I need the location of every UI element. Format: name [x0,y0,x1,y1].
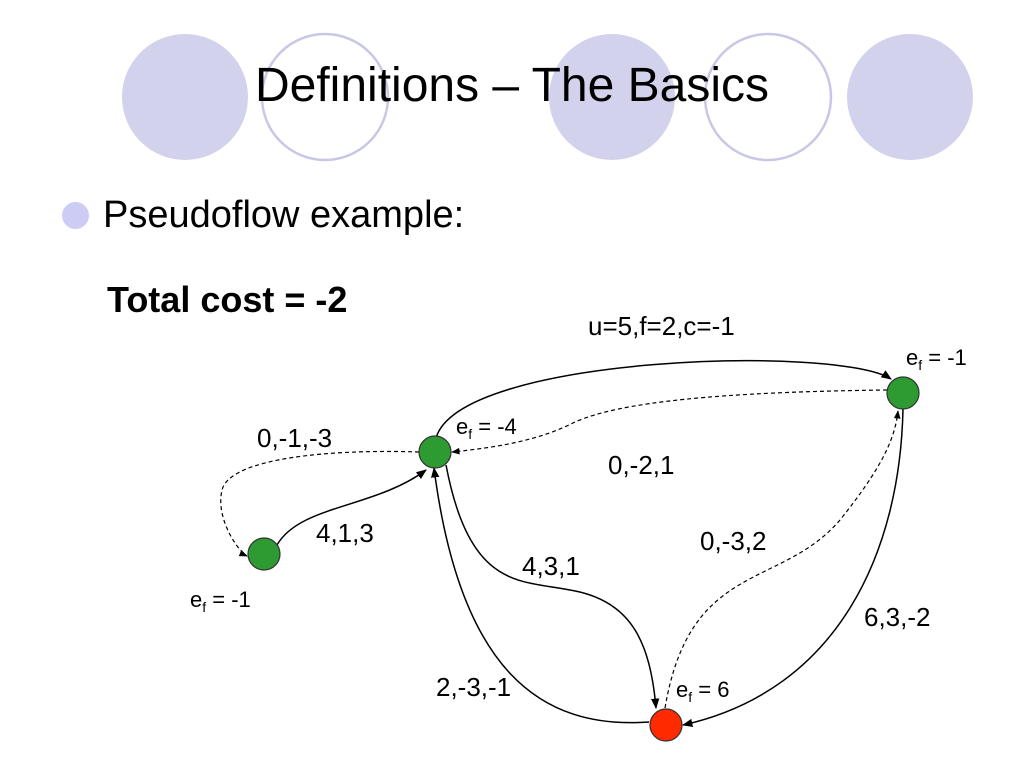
excess-prefix-c: e [906,345,918,370]
decor-circle-filled-2 [549,34,675,160]
bullet-dot [62,201,89,229]
bullet-text: Pseudoflow example: [103,193,465,236]
excess-prefix-a: e [190,587,202,612]
edge-label-a-b: 4,1,3 [316,518,374,548]
edge-label-c-b: 0,-2,1 [608,450,675,480]
excess-sub-a: f [202,599,206,615]
edge-c-d [681,408,904,728]
bullet-item: Pseudoflow example: [62,193,464,237]
node-a [247,537,281,571]
header-decoration [122,32,973,162]
edge-b-c [435,359,892,439]
excess-value-c: = -1 [922,345,967,370]
edge-b-d [445,464,660,710]
excess-sub-c: f [918,357,922,373]
edge-d-c [664,410,901,709]
edge-label-d-c: 0,-3,2 [700,526,767,556]
decor-circle-filled-1 [122,34,248,160]
node-d [649,708,683,742]
edge-label-d-b: 2,-3,-1 [436,672,511,702]
decor-circle-outline-2 [703,32,833,162]
excess-prefix-b: e [456,414,468,439]
decor-circle-outline-1 [260,32,390,162]
edge-label-b-c: u=5,f=2,c=-1 [588,311,735,341]
excess-prefix-d: e [676,677,688,702]
excess-value-b: = -4 [472,414,517,439]
node-b [418,435,452,469]
excess-sub-b: f [468,426,472,442]
edge-d-b [431,466,650,724]
node-c [886,376,920,410]
excess-value-d: = 6 [692,677,729,702]
excess-label-c: ef = -1 [906,345,967,373]
edge-label-b-a: 0,-1,-3 [257,423,332,453]
total-cost-label: Total cost = -2 [107,279,348,320]
edge-label-c-d: 6,3,-2 [864,602,931,632]
edge-a-b [276,469,427,546]
excess-label-b: ef = -4 [456,414,517,442]
decor-circle-filled-3 [847,34,973,160]
edge-c-b [451,389,888,455]
edge-b-a [220,450,420,557]
excess-label-d: ef = 6 [676,677,729,705]
slide-title: Definitions – The Basics [254,59,770,112]
edge-label-b-d: 4,3,1 [522,551,580,581]
excess-sub-d: f [688,689,692,705]
excess-label-a: ef = -1 [190,587,251,615]
excess-value-a: = -1 [206,587,251,612]
